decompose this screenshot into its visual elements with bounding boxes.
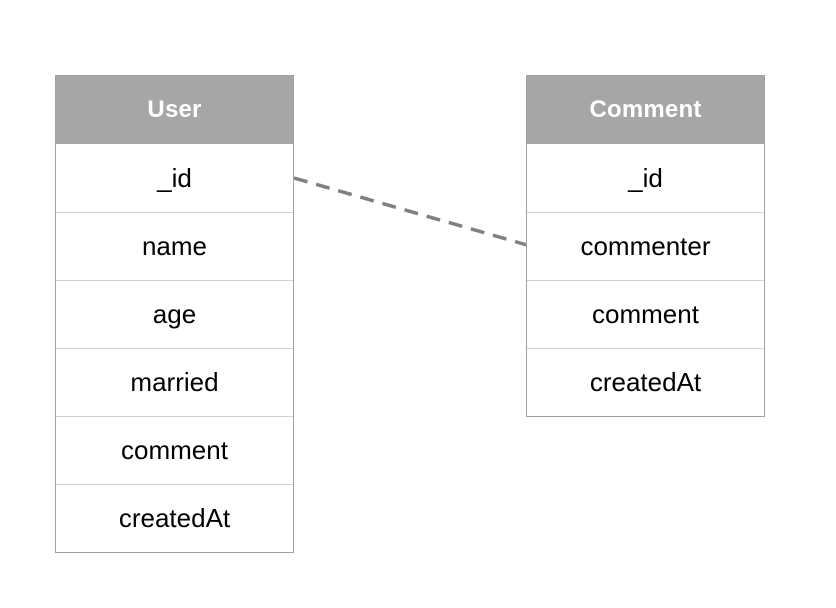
entity-table-user[interactable]: User _id name age married comment create…: [55, 75, 294, 553]
entity-table-comment-header: Comment: [527, 76, 764, 144]
field-row-comment-id[interactable]: _id: [527, 144, 764, 212]
field-row-user-id[interactable]: _id: [56, 144, 293, 212]
field-row-user-createdat[interactable]: createdAt: [56, 484, 293, 552]
field-row-user-name[interactable]: name: [56, 212, 293, 280]
field-row-user-age[interactable]: age: [56, 280, 293, 348]
entity-table-comment-field-list: _id commenter comment createdAt: [527, 144, 764, 416]
field-row-comment-comment[interactable]: comment: [527, 280, 764, 348]
entity-table-comment[interactable]: Comment _id commenter comment createdAt: [526, 75, 765, 417]
field-row-comment-commenter[interactable]: commenter: [527, 212, 764, 280]
entity-table-user-header: User: [56, 76, 293, 144]
field-row-user-comment[interactable]: comment: [56, 416, 293, 484]
entity-table-user-field-list: _id name age married comment createdAt: [56, 144, 293, 552]
field-row-comment-createdat[interactable]: createdAt: [527, 348, 764, 416]
relation-line-user-id-to-comment-commenter: [293, 176, 528, 247]
field-row-user-married[interactable]: married: [56, 348, 293, 416]
